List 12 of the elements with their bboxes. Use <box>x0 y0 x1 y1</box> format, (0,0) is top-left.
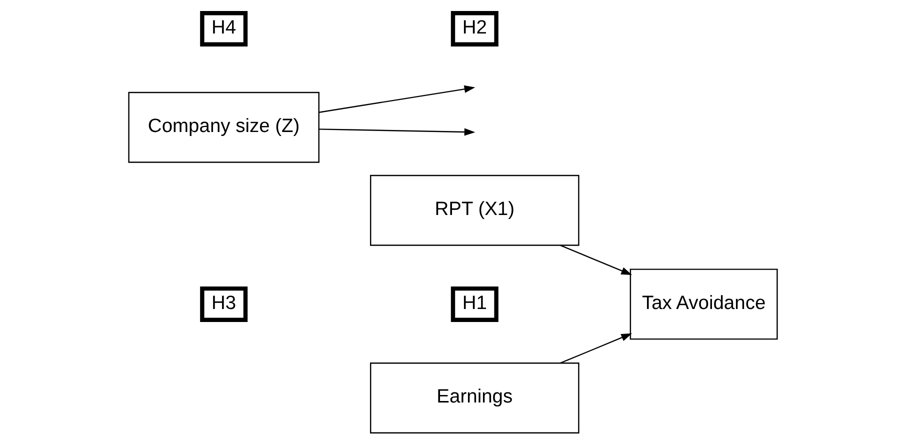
arrow <box>560 244 632 275</box>
node-box: Company size (Z) <box>128 92 320 163</box>
node-box: Tax Avoidance <box>630 268 778 340</box>
arrow <box>318 128 476 136</box>
arrow <box>560 333 632 364</box>
node-box: H2 <box>450 10 498 46</box>
node-box: H3 <box>200 286 248 322</box>
arrow <box>318 85 476 113</box>
node-box: Earnings <box>370 362 580 434</box>
node-box: H1 <box>450 286 498 322</box>
node-box: H4 <box>200 10 248 46</box>
node-box: RPT (X1) <box>370 174 580 246</box>
